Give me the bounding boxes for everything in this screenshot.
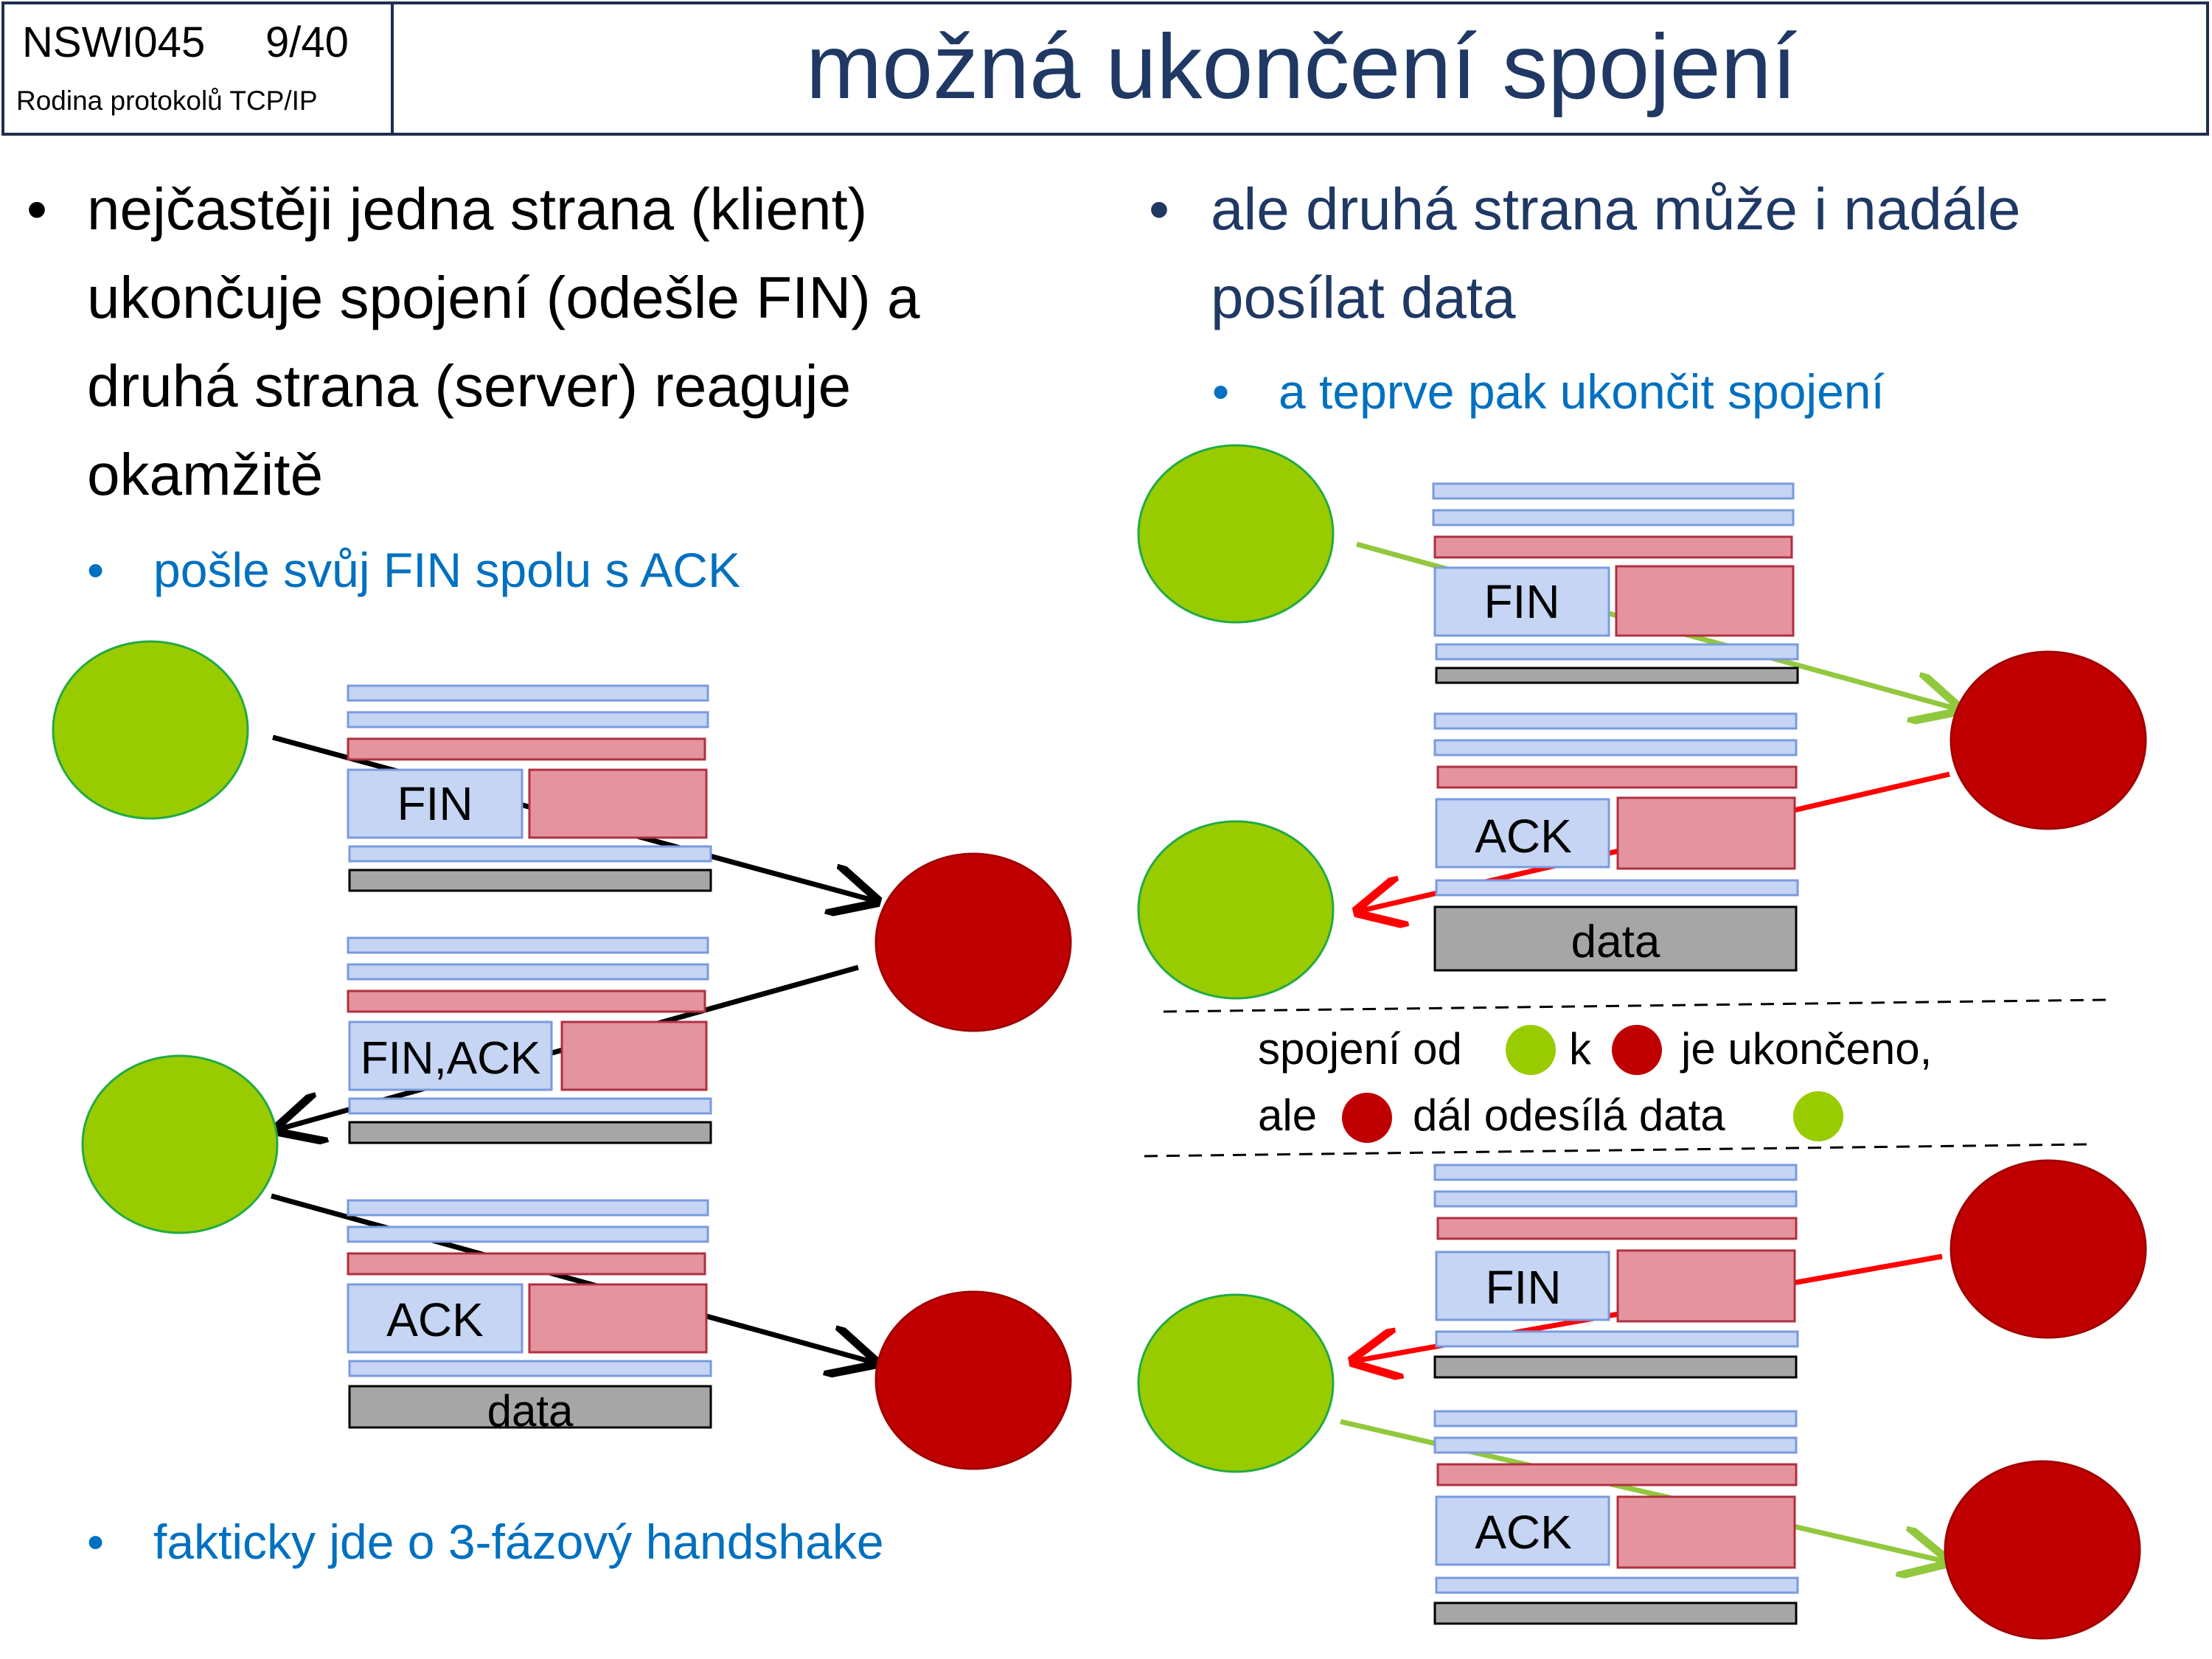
header-frame <box>1 1 2209 136</box>
packet-label: ACK <box>386 1293 484 1346</box>
server-dot <box>1612 1025 1662 1075</box>
course-subtitle: Rodina protokolů TCP/IP <box>16 86 318 116</box>
server-node <box>874 852 1072 1032</box>
note-text-1a: spojení od <box>1258 1024 1462 1074</box>
server-dot <box>1342 1093 1392 1143</box>
left-sub-bullet: pošle svůj FIN spolu s ACK <box>153 543 740 597</box>
client-dot <box>1793 1091 1843 1141</box>
packet-ack: ACK data <box>347 1199 712 1436</box>
separator-line <box>1144 1143 2087 1158</box>
packet-label: FIN <box>397 777 473 830</box>
server-node <box>874 1290 1072 1470</box>
server-node <box>1950 650 2147 830</box>
left-bottom-bullet: fakticky jde o 3-fázový handshake <box>153 1514 884 1569</box>
right-bullet-line: posílat data <box>1211 265 1516 330</box>
note-text-1c: je ukončeno, <box>1681 1024 1933 1074</box>
bullet-icon: • <box>1149 176 1170 242</box>
client-node <box>1137 444 1335 624</box>
header-divider <box>391 1 394 136</box>
left-bullet-line: nejčastěji jedna strana (klient) <box>87 176 868 242</box>
server-node <box>1950 1159 2147 1339</box>
packet-label: FIN <box>1484 575 1559 628</box>
left-bullet-line: ukončuje spojení (odešle FIN) a <box>87 265 920 330</box>
packet-ack-data-right: ACK data <box>1433 712 1799 972</box>
left-bullet-line: okamžitě <box>87 442 324 507</box>
server-node <box>1944 1460 2141 1640</box>
note-text-2b: dál odesílá data <box>1413 1091 1725 1140</box>
packet-fin-bottom: FIN <box>1433 1164 1799 1379</box>
slide-title: možná ukončení spojení <box>805 16 1798 118</box>
packet-label: FIN <box>1485 1261 1561 1314</box>
packet-label: ACK <box>1475 810 1572 863</box>
left-bullet-line: druhá strana (server) reaguje <box>87 353 852 419</box>
bullet-icon: • <box>27 176 48 242</box>
client-node <box>81 1054 279 1234</box>
left-bullet-text: nejčastěji jedna strana (klient) ukončuj… <box>87 165 920 519</box>
data-label: data <box>487 1386 574 1436</box>
sub-bullet-icon: • <box>87 543 105 597</box>
client-dot <box>1506 1025 1556 1075</box>
slide-number: 9/40 <box>265 18 349 66</box>
sub-bullet-icon: • <box>1212 364 1230 419</box>
client-node <box>52 640 249 820</box>
course-code: NSWI045 <box>22 18 206 66</box>
note-text-2a: ale <box>1258 1091 1318 1140</box>
arrow-ack <box>271 1193 874 1363</box>
data-label: data <box>1571 917 1660 967</box>
right-bullet-line: ale druhá strana může i nadále <box>1211 176 2021 242</box>
packet-label: ACK <box>1475 1506 1572 1559</box>
right-bullet-text: ale druhá strana může i nadále posílat d… <box>1211 165 2020 342</box>
packet-label: FIN,ACK <box>361 1033 541 1084</box>
packet-fin-ack: FIN,ACK <box>347 936 712 1144</box>
packet-fin-right: FIN <box>1432 482 1799 684</box>
packet-ack-bottom: ACK <box>1433 1410 1799 1625</box>
sub-bullet-icon: • <box>87 1514 105 1569</box>
packet-fin: FIN <box>347 684 712 892</box>
note-text-1b: k <box>1569 1024 1591 1074</box>
separator-line <box>1163 998 2108 1013</box>
client-node <box>1137 820 1335 1000</box>
client-node <box>1137 1293 1335 1473</box>
right-sub-bullet: a teprve pak ukončit spojení <box>1279 364 1885 419</box>
